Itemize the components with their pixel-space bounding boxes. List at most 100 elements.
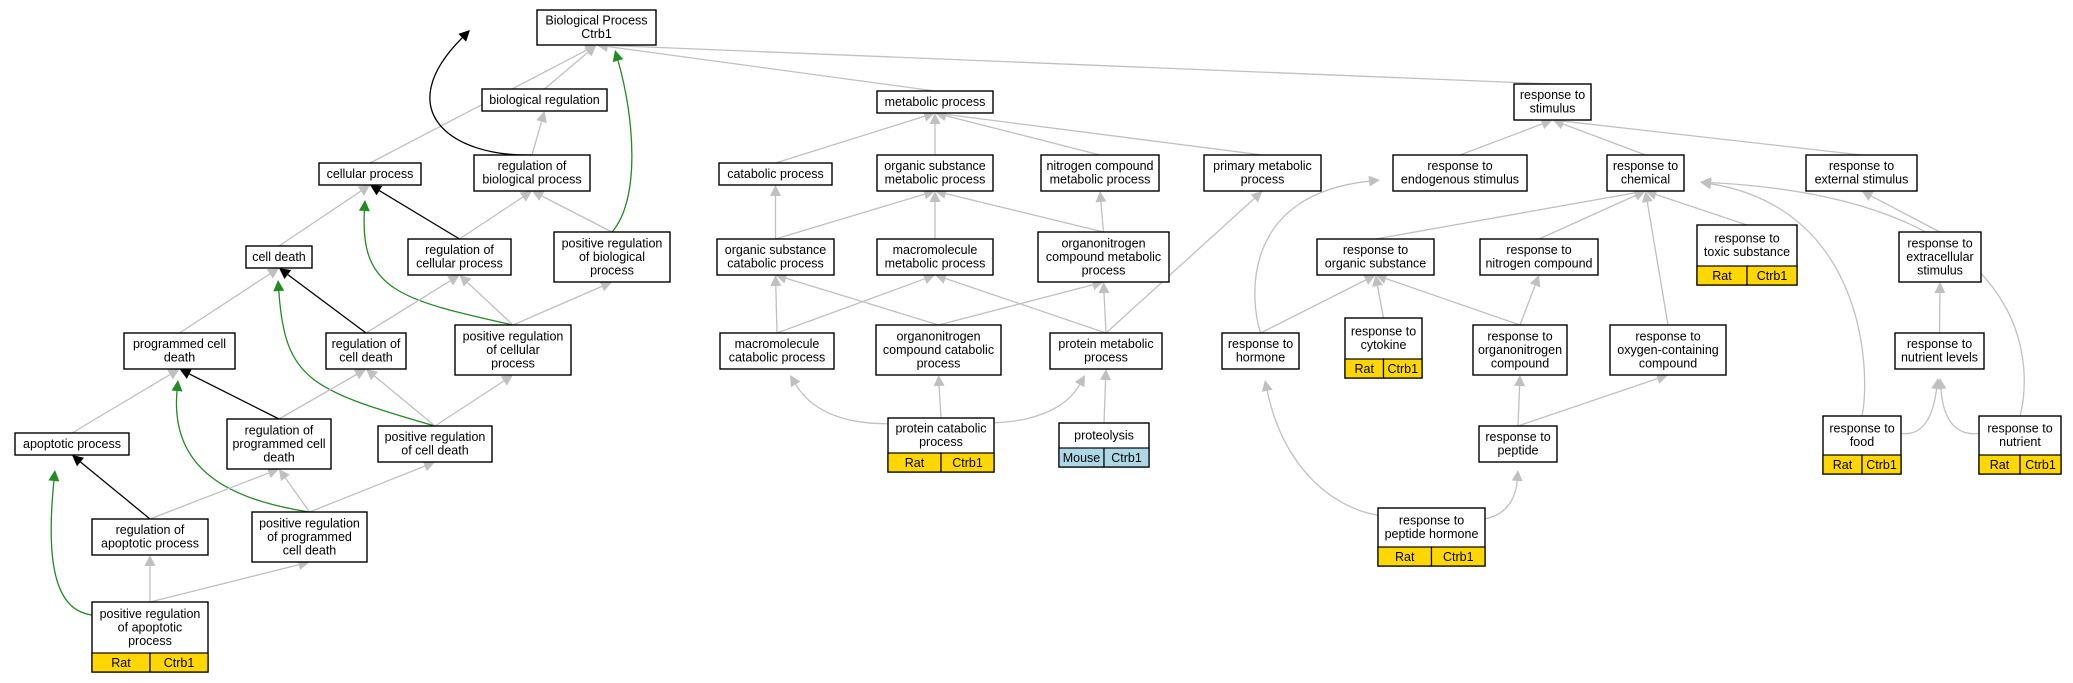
arrowhead: [279, 268, 292, 279]
arrowhead: [171, 380, 183, 392]
node-box: [553, 231, 671, 283]
node-label-line: response to: [1635, 329, 1700, 343]
node-biological-regulation[interactable]: biological regulation: [481, 88, 608, 112]
node-label-line: response to: [1343, 243, 1408, 257]
node-apoptotic-process[interactable]: apoptotic process: [14, 432, 130, 456]
arrowhead: [536, 111, 547, 124]
arrowhead: [1261, 380, 1273, 392]
edge-regulation-of-cell-death-to-regulation-of-cellular-process: [365, 275, 460, 334]
node-label-line: nitrogen compound: [1485, 257, 1592, 271]
annotation-rat-label: Rat: [1833, 458, 1853, 472]
node-box: [1040, 154, 1160, 192]
arrowhead: [1540, 118, 1553, 130]
arrowhead: [1511, 470, 1523, 482]
node-label-line: organonitrogen: [1478, 343, 1562, 357]
arrowhead: [1935, 378, 1947, 390]
arrowhead: [1700, 177, 1712, 189]
edge-programmed-cell-death-to-cell-death: [179, 268, 279, 334]
edge-protein-metabolic-process-to-primary-metabolic-process: [1105, 191, 1263, 334]
node-label-line: response to: [1485, 430, 1550, 444]
arrowhead: [366, 369, 378, 381]
node-label-line: compound: [1639, 356, 1697, 370]
node-label-line: cell death: [252, 250, 306, 264]
node-label-line: stimulus: [1530, 102, 1576, 116]
node-label-line: organic substance: [884, 159, 986, 173]
edge-positive-regulation-of-cell-death-to-regulation-of-cell-death: [366, 369, 436, 427]
node-label-line: regulation of: [498, 159, 567, 173]
annotation-rat-label: Rat: [111, 656, 131, 670]
arrowhead: [1098, 282, 1110, 294]
node-box: [407, 238, 512, 276]
annotation-rat-label: Rat: [1712, 269, 1732, 283]
edge-organonitrogen-compound-catabolic-process-to-organonitrogen-compound-metabolic-process: [938, 279, 1104, 326]
node-label-line: chemical: [1621, 173, 1670, 187]
arrowhead: [48, 470, 60, 482]
edge-response-to-extracellular-stimulus-to-response-to-external-stimulus: [1861, 191, 1941, 233]
node-box: [1037, 231, 1170, 283]
edge-macromolecule-catabolic-process-to-macromolecule-metabolic-process: [776, 273, 935, 334]
edge-response-to-nutrient-to-response-to-chemical: [1700, 177, 2025, 417]
node-label-line: peptide hormone: [1385, 527, 1479, 541]
edge-organic-substance-catabolic-process-to-organic-substance-metabolic-process: [775, 188, 935, 240]
edge-response-to-oxygen-containing-compound-to-response-to-chemical: [1641, 191, 1669, 326]
node-cell-death[interactable]: cell death: [245, 245, 313, 269]
node-label-line: metabolic process: [885, 173, 986, 187]
arrowhead: [1514, 375, 1526, 387]
node-label-line: Biological Process: [545, 14, 647, 28]
node-label-line: process: [128, 634, 172, 648]
node-cellular-process[interactable]: cellular process: [318, 162, 422, 186]
annotation-cell: [1430, 546, 1486, 567]
edge-metabolic-process-to-bp: [596, 41, 936, 92]
node-metabolic-process[interactable]: metabolic process: [876, 90, 994, 114]
annotation-cell: [2019, 454, 2062, 475]
node-label-line: peptide: [1497, 444, 1538, 458]
node-label-line: programmed cell: [133, 337, 226, 351]
node-box: [1221, 332, 1300, 370]
annotation-mouse-label: Mouse: [1063, 451, 1101, 465]
edge-positive-regulation-of-programmed-cell-death-to-regulation-of-programmed-cell-death: [279, 469, 311, 513]
arrowhead: [612, 50, 624, 63]
node-box: [454, 324, 572, 376]
node-catabolic-process[interactable]: catabolic process: [718, 162, 833, 186]
